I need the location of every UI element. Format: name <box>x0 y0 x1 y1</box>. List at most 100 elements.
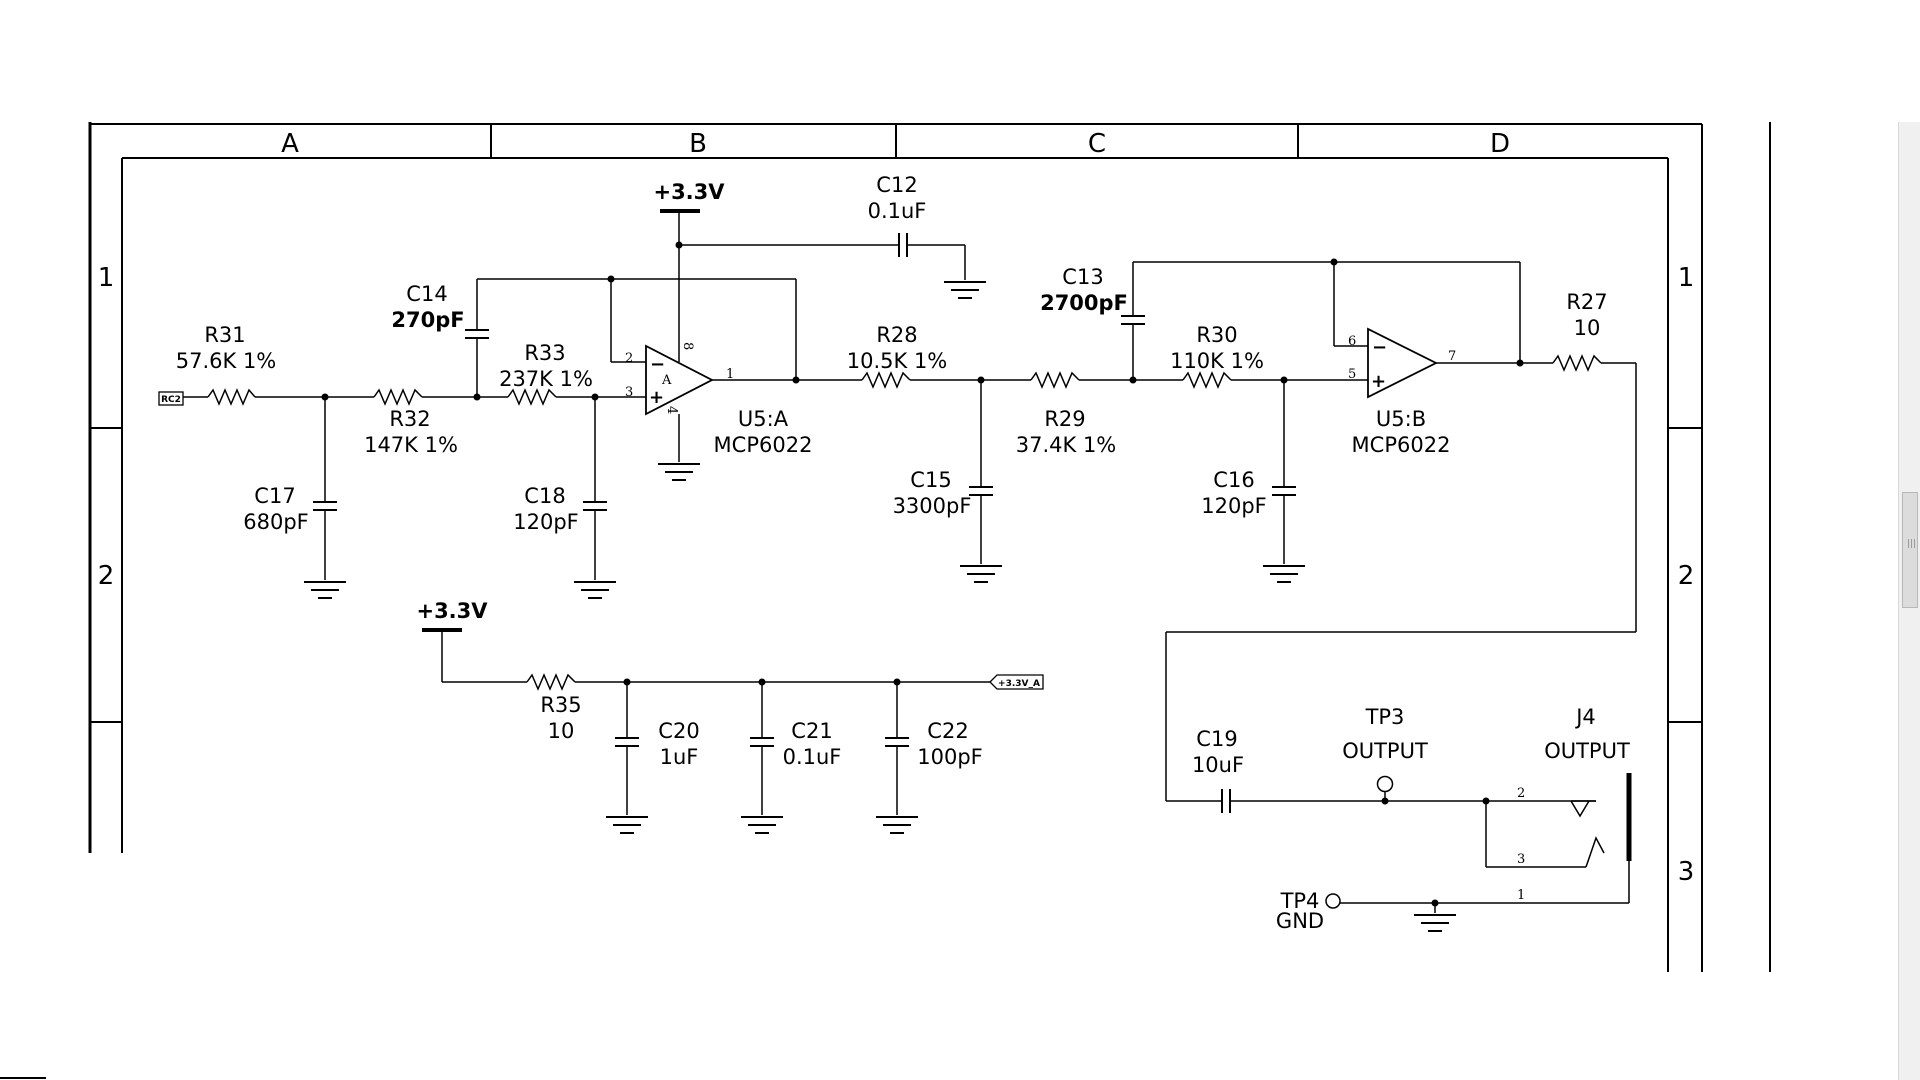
capacitor-c21 <box>750 737 774 747</box>
ground-c22 <box>875 816 919 834</box>
u5b-pin5: 5 <box>1348 367 1356 382</box>
resistor-r29 <box>1030 371 1080 389</box>
r35-value: 10 <box>548 719 575 743</box>
c17-value: 680pF <box>243 510 309 534</box>
u5a-plus-sign: + <box>649 387 664 408</box>
resistor-r35 <box>526 673 576 691</box>
r29-ref: R29 <box>1044 407 1085 431</box>
opamp-u5a: A − + <box>645 344 714 416</box>
r32-ref: R32 <box>389 407 430 431</box>
r32-value: 147K 1% <box>364 433 458 457</box>
tp4-label: GND <box>1276 909 1324 933</box>
capacitor-c15 <box>969 486 993 496</box>
tp3-label: OUTPUT <box>1342 739 1428 763</box>
opamp-u5b: − + <box>1367 327 1439 399</box>
capacitor-c12 <box>898 233 908 257</box>
c21-value: 0.1uF <box>783 745 842 769</box>
vcc-label-2: +3.3V <box>416 599 488 623</box>
u5a-pin3: 3 <box>625 385 633 400</box>
zone-row-2-left: 2 <box>98 561 115 591</box>
c16-value: 120pF <box>1201 494 1267 518</box>
u5b-plus-sign: + <box>1371 371 1386 392</box>
resistor-r27 <box>1552 354 1602 372</box>
input-port-rc2: RC2 <box>158 391 184 406</box>
ground-c21 <box>740 816 784 834</box>
c13-ref: C13 <box>1062 265 1103 289</box>
u5b-pin6: 6 <box>1348 334 1356 349</box>
r29-value: 37.4K 1% <box>1016 433 1117 457</box>
capacitor-c13 <box>1121 315 1145 325</box>
c18-ref: C18 <box>524 484 565 508</box>
c20-ref: C20 <box>658 719 699 743</box>
r30-value: 110K 1% <box>1170 349 1264 373</box>
capacitor-c14 <box>465 329 489 339</box>
j4-pin3: 3 <box>1517 852 1525 867</box>
c21-ref: C21 <box>791 719 832 743</box>
zone-col-a: A <box>281 129 299 159</box>
resistor-r31 <box>207 388 256 406</box>
r28-ref: R28 <box>876 323 917 347</box>
u5b-pin7: 7 <box>1448 349 1456 364</box>
c14-value: 270pF <box>391 308 464 332</box>
capacitor-c18 <box>583 501 607 511</box>
c13-value: 2700pF <box>1040 291 1128 315</box>
tp3-ref: TP3 <box>1365 705 1405 729</box>
r33-ref: R33 <box>524 341 565 365</box>
vertical-scrollbar[interactable]: ||| <box>1898 122 1920 1080</box>
zone-col-b: B <box>689 129 707 159</box>
ground-u5a <box>657 463 701 481</box>
j4-ref: J4 <box>1574 705 1596 729</box>
capacitor-c19 <box>1221 789 1231 813</box>
svg-text:+3.3V_A: +3.3V_A <box>998 679 1040 689</box>
r31-ref: R31 <box>204 323 245 347</box>
r30-ref: R30 <box>1196 323 1237 347</box>
ground-c16 <box>1262 565 1306 583</box>
c14-ref: C14 <box>406 282 447 306</box>
ground-c15 <box>959 565 1003 583</box>
capacitor-c16 <box>1272 486 1296 496</box>
u5a-part: MCP6022 <box>714 433 813 457</box>
u5b-part: MCP6022 <box>1352 433 1451 457</box>
u5a-minus-sign: − <box>650 354 665 375</box>
ground-c18 <box>573 581 617 599</box>
c18-value: 120pF <box>513 510 579 534</box>
scrollbar-thumb[interactable]: ||| <box>1902 492 1918 608</box>
sheet-frame <box>88 122 1771 972</box>
c19-value: 10uF <box>1192 753 1244 777</box>
resistor-r30 <box>1182 371 1232 389</box>
c15-ref: C15 <box>910 468 951 492</box>
c17-ref: C17 <box>254 484 295 508</box>
zone-row-1-right: 1 <box>1678 263 1695 293</box>
zone-row-3-right: 3 <box>1678 857 1695 887</box>
u5a-pin4: 4 <box>664 406 679 414</box>
edge-divider <box>0 1077 46 1079</box>
c19-ref: C19 <box>1196 727 1237 751</box>
zone-col-c: C <box>1088 129 1106 159</box>
c20-value: 1uF <box>660 745 699 769</box>
capacitor-c17 <box>313 501 337 511</box>
u5a-pin8: 8 <box>680 342 695 350</box>
testpoint-tp4 <box>1325 893 1341 909</box>
c22-ref: C22 <box>927 719 968 743</box>
tp4-ref: TP4 <box>1280 889 1320 913</box>
capacitor-c22 <box>885 737 909 747</box>
j4-label: OUTPUT <box>1544 739 1630 763</box>
testpoint-tp3 <box>1376 775 1394 793</box>
c16-ref: C16 <box>1213 468 1254 492</box>
r31-value: 57.6K 1% <box>176 349 277 373</box>
zone-row-1-left: 1 <box>98 263 115 293</box>
j4-pin2: 2 <box>1517 786 1525 801</box>
u5b-minus-sign: − <box>1372 337 1387 358</box>
r27-value: 10 <box>1574 316 1601 340</box>
r28-value: 10.5K 1% <box>847 349 948 373</box>
resistor-r28 <box>861 371 911 389</box>
ground-c20 <box>605 816 649 834</box>
j4-pin1: 1 <box>1517 888 1525 903</box>
u5a-pin2: 2 <box>625 351 633 366</box>
ground-c12 <box>943 281 987 299</box>
output-port-3v3a: +3.3V_A <box>989 674 1044 690</box>
ground-c17 <box>303 581 347 599</box>
r33-value: 237K 1% <box>499 367 593 391</box>
